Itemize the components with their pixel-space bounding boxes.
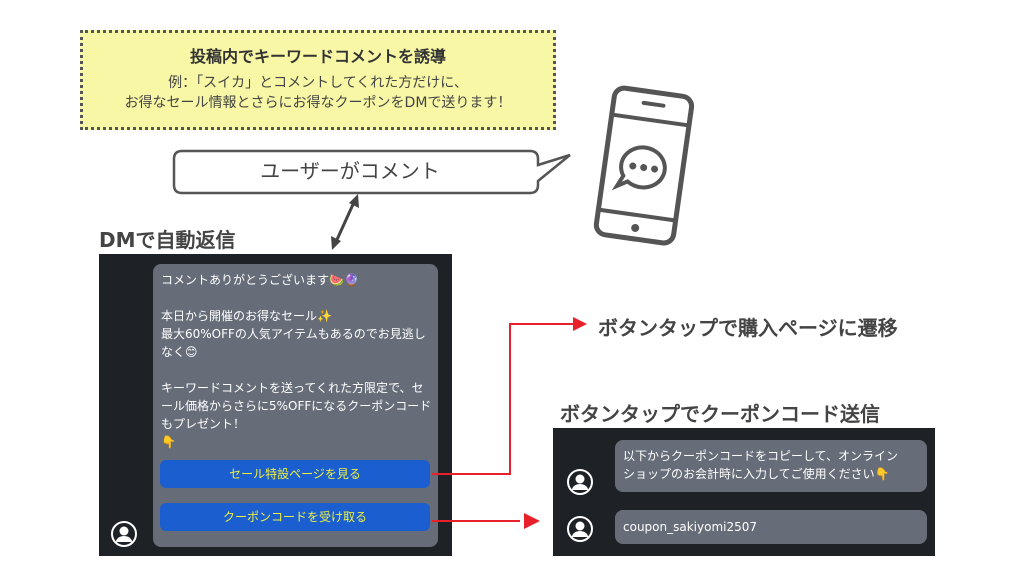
- coupon-send-annotation: ボタンタップでクーポンコード送信: [560, 402, 880, 426]
- coupon-code-text[interactable]: coupon_sakiyomi2507: [623, 520, 758, 534]
- speech-bubble-shape: [172, 149, 571, 195]
- dm-message-text: コメントありがとうございます🍉🔮 本日から開催のお得なセール✨ 最大60%OFF…: [161, 273, 432, 449]
- dm-auto-reply-label: DMで自動返信: [99, 228, 236, 252]
- user-comment-bubble: ユーザーがコメント: [260, 159, 440, 183]
- avatar-icon: [567, 516, 593, 542]
- coupon-instruction-text: 以下からクーポンコードをコピーして、オンライン ショップのお会計時に入力してご使…: [623, 449, 899, 481]
- smartphone-chat-icon: [593, 85, 695, 246]
- note-line-1: 例：「スイカ」とコメントしてくれた方だけに、: [168, 75, 468, 91]
- double-arrow-icon: [331, 194, 359, 250]
- coupon-instruction-bubble: 以下からクーポンコードをコピーして、オンライン ショップのお会計時に入力してご使…: [615, 440, 927, 492]
- get-coupon-button[interactable]: クーポンコードを受け取る: [160, 503, 430, 531]
- instruction-note: 投稿内でキーワードコメントを誘導 例：「スイカ」とコメントしてくれた方だけに、 …: [80, 30, 556, 130]
- dm-message-bubble: コメントありがとうございます🍉🔮 本日から開催のお得なセール✨ 最大60%OFF…: [153, 264, 438, 547]
- dm-panel: コメントありがとうございます🍉🔮 本日から開催のお得なセール✨ 最大60%OFF…: [99, 254, 452, 556]
- coupon-code-bubble[interactable]: coupon_sakiyomi2507: [615, 510, 927, 544]
- purchase-page-annotation: ボタンタップで購入ページに遷移: [598, 316, 898, 340]
- coupon-reply-panel: 以下からクーポンコードをコピーして、オンライン ショップのお会計時に入力してご使…: [553, 428, 935, 556]
- sale-page-button[interactable]: セール特設ページを見る: [160, 460, 430, 488]
- note-title: 投稿内でキーワードコメントを誘導: [189, 47, 446, 66]
- arrow-to-purchase-page: [432, 317, 587, 529]
- note-line-2: お得なセール情報とさらにお得なクーポンをDMで送ります！: [124, 95, 512, 111]
- avatar-icon: [111, 521, 137, 547]
- avatar-icon: [567, 469, 593, 495]
